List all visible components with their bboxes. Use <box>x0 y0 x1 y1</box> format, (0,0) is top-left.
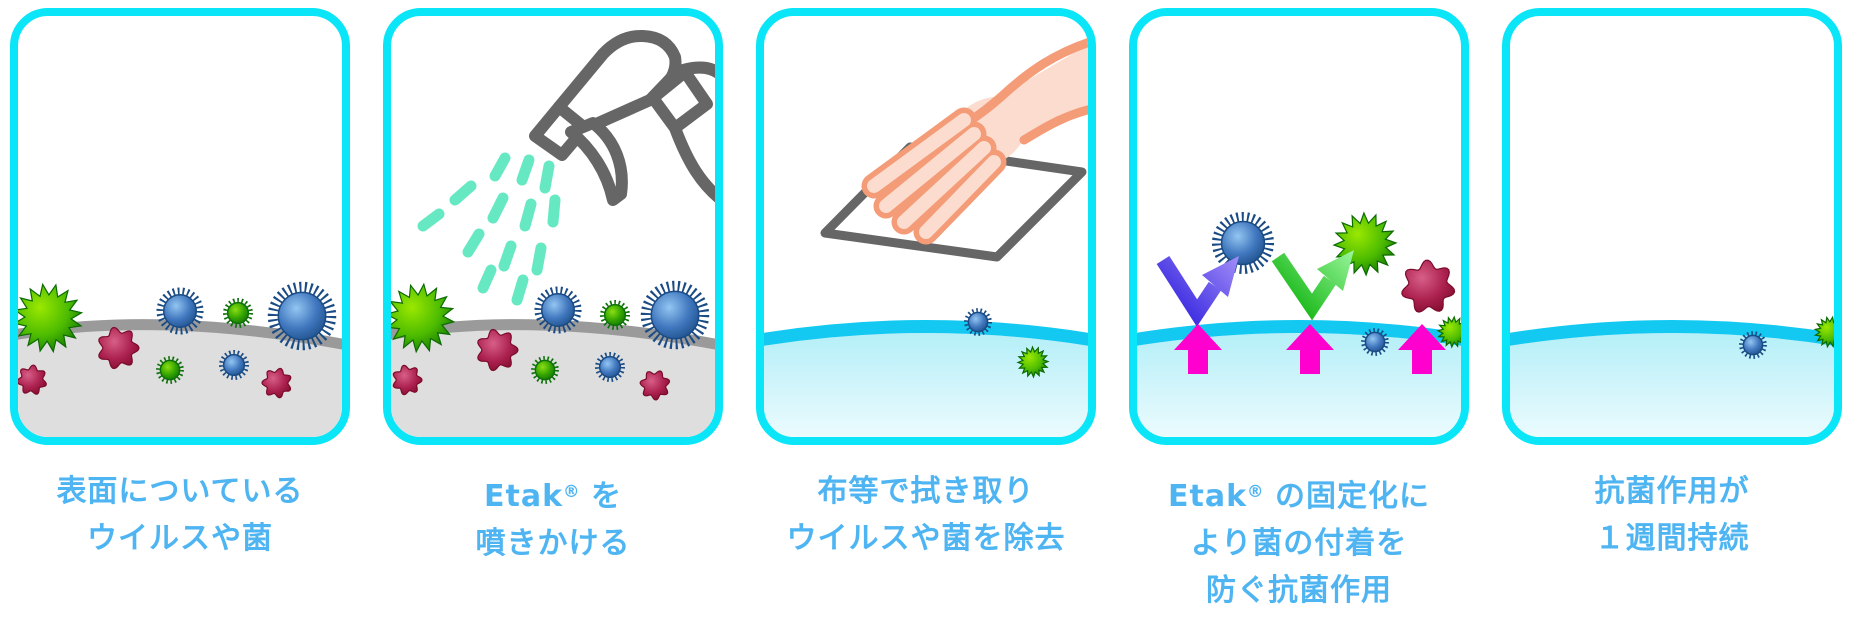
spray-mist-icon <box>417 152 561 306</box>
virus-icon <box>391 282 456 354</box>
caption-step-3-wipe-off: 布等で拭き取りウイルスや菌を除去 <box>740 468 1113 562</box>
bacteria-icon <box>639 370 671 401</box>
bacteria-icon <box>1401 259 1456 313</box>
step-2-spray-etak-illustration <box>391 29 715 437</box>
caption-line: 布等で拭き取り <box>740 468 1113 515</box>
virus-icon <box>1739 331 1767 359</box>
caption-step-2-spray-etak: Etak® を噴きかける <box>367 468 740 567</box>
caption-text: １週間持続 <box>1594 521 1750 556</box>
caption-line: Etak® の固定化に <box>1113 468 1486 520</box>
panel-step-5-lasting-protection <box>1502 8 1842 445</box>
step-5-lasting-protection-illustration <box>1510 315 1834 437</box>
caption-text: ウイルスや菌を除去 <box>786 521 1066 556</box>
treated-surface <box>764 320 1088 437</box>
caption-text: 布等で拭き取り <box>817 474 1035 509</box>
treated-surface <box>1510 320 1834 437</box>
virus-icon <box>1016 345 1050 379</box>
virus-icon <box>267 281 337 351</box>
caption-line: 抗菌作用が <box>1486 468 1859 515</box>
antibacterial-up-arrows-icon <box>1174 324 1446 374</box>
wipe-hand-icon <box>820 37 1088 262</box>
step-1-germs-on-surface-illustration <box>18 281 342 437</box>
repelled-germ-arrow-icon <box>1156 255 1239 327</box>
registered-mark: ® <box>1247 482 1264 501</box>
caption-step-5-lasting-protection: 抗菌作用が １週間持続 <box>1486 468 1859 562</box>
step-4-antibacterial-barrier-illustration <box>1137 211 1461 437</box>
caption-text: 表面についている <box>56 474 304 509</box>
caption-text: の固定化に <box>1263 479 1430 515</box>
caption-text: ウイルスや菌 <box>87 521 273 556</box>
repelled-germ-arrow-icon <box>1271 250 1354 321</box>
caption-line: １週間持続 <box>1486 515 1859 562</box>
registered-mark: ® <box>563 482 580 501</box>
virus-icon <box>223 298 253 328</box>
caption-text: Etak <box>1168 479 1248 515</box>
virus-icon <box>640 280 710 350</box>
bacteria-icon <box>98 326 140 370</box>
virus-icon <box>534 286 582 334</box>
caption-line: 表面についている <box>0 468 367 515</box>
virus-icon <box>156 287 204 335</box>
panel-step-4-antibacterial-barrier <box>1129 8 1469 445</box>
gray-surface <box>391 319 715 437</box>
caption-step-1-germs-on-surface: 表面についているウイルスや菌 <box>0 468 367 562</box>
caption-line: ウイルスや菌を除去 <box>740 515 1113 562</box>
virus-icon <box>219 350 249 380</box>
virus-icon <box>1361 328 1389 356</box>
caption-text: を <box>579 479 622 515</box>
caption-step-4-antibacterial-barrier: Etak® の固定化により菌の付着を防ぐ抗菌作用 <box>1113 468 1486 614</box>
panel-step-1-germs-on-surface <box>10 8 350 445</box>
bacteria-icon <box>18 364 47 395</box>
step-3-wipe-off-illustration <box>764 37 1088 437</box>
caption-text: 噴きかける <box>475 526 631 562</box>
caption-line: 防ぐ抗菌作用 <box>1113 567 1486 614</box>
caption-text: より菌の付着を <box>1190 526 1408 562</box>
bacteria-icon <box>477 328 519 372</box>
caption-text: 防ぐ抗菌作用 <box>1206 573 1392 609</box>
virus-icon <box>1436 315 1461 349</box>
spray-bottle-icon <box>529 29 715 206</box>
virus-icon <box>1813 315 1834 349</box>
virus-icon <box>1211 211 1275 275</box>
bacteria-icon <box>261 367 292 399</box>
virus-icon <box>595 352 625 382</box>
treated-surface <box>1137 320 1461 437</box>
panel-step-3-wipe-off <box>756 8 1096 445</box>
caption-text: 抗菌作用が <box>1594 474 1750 509</box>
caption-line: Etak® を <box>367 468 740 520</box>
caption-line: より菌の付着を <box>1113 520 1486 567</box>
caption-text: Etak <box>484 479 564 515</box>
virus-icon <box>600 300 630 330</box>
virus-icon <box>18 282 84 354</box>
caption-line: 噴きかける <box>367 520 740 567</box>
caption-line: ウイルスや菌 <box>0 515 367 562</box>
bacteria-icon <box>392 364 423 396</box>
panel-step-2-spray-etak <box>383 8 723 445</box>
